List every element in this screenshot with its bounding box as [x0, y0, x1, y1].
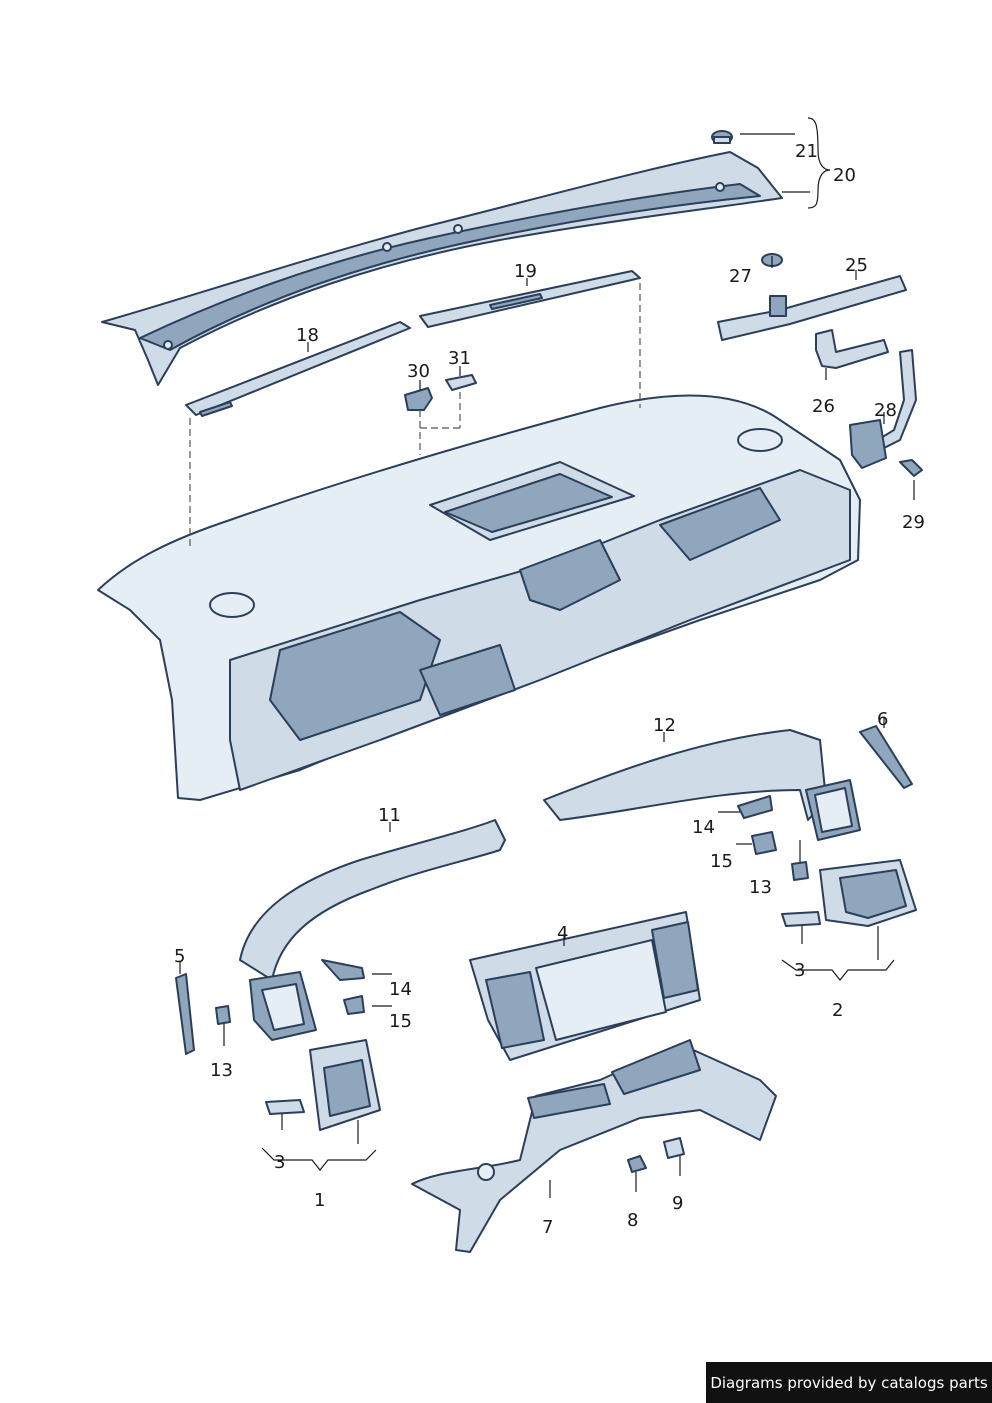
- label-25: 25: [845, 255, 868, 276]
- label-9: 9: [672, 1193, 683, 1214]
- cap-31: [445, 374, 477, 391]
- dashboard-body: [97, 394, 861, 801]
- air-duct-11: [239, 819, 506, 1041]
- defroster-strip-18: [185, 321, 411, 417]
- label-14-right: 14: [692, 817, 715, 838]
- screw-13-left: [215, 1005, 231, 1025]
- clip-21: [711, 130, 733, 144]
- clip-15-left: [343, 995, 365, 1015]
- label-7: 7: [542, 1217, 553, 1238]
- clip-9: [663, 1137, 685, 1159]
- cap-30: [404, 387, 433, 411]
- label-6: 6: [877, 709, 888, 730]
- elbow-hose-26: [815, 329, 889, 369]
- connector-14-right: [737, 795, 773, 819]
- label-20: 20: [833, 165, 856, 186]
- label-15-left: 15: [389, 1011, 412, 1032]
- label-27: 27: [729, 266, 752, 287]
- label-11: 11: [378, 805, 401, 826]
- clip-15-right: [751, 831, 777, 855]
- label-31: 31: [448, 348, 471, 369]
- air-duct-12: [543, 729, 861, 841]
- clip-3-left: [265, 1099, 305, 1115]
- label-18: 18: [296, 325, 319, 346]
- part-labels: 21 20 18 19 30 31 27 25 26 28 29 11 12 6…: [174, 141, 925, 1238]
- label-4: 4: [557, 923, 568, 944]
- hose-25: [717, 275, 907, 341]
- connector-14-left: [321, 959, 365, 981]
- label-12: 12: [653, 715, 676, 736]
- label-3-right: 3: [794, 960, 805, 981]
- side-trim-5: [175, 973, 195, 1055]
- label-19: 19: [514, 261, 537, 282]
- label-13-right: 13: [749, 877, 772, 898]
- label-8: 8: [627, 1210, 638, 1231]
- side-trim-6: [859, 725, 913, 789]
- clip-3-right: [781, 911, 821, 927]
- label-15-right: 15: [710, 851, 733, 872]
- label-5: 5: [174, 946, 185, 967]
- label-14-left: 14: [389, 979, 412, 1000]
- defroster-strip-19: [419, 270, 641, 328]
- label-29: 29: [902, 512, 925, 533]
- sensor-bracket-28: [849, 349, 917, 469]
- lower-duct-7: [411, 1039, 777, 1253]
- center-vent-frame-4: [469, 911, 701, 1061]
- label-26: 26: [812, 396, 835, 417]
- windscreen-trim-panel: [101, 151, 783, 386]
- alignment-lines: [189, 283, 641, 548]
- label-1: 1: [314, 1190, 325, 1211]
- screw-13-right: [791, 861, 809, 881]
- air-vent-1: [309, 1039, 381, 1131]
- screw-8: [627, 1155, 647, 1173]
- label-28: 28: [874, 400, 897, 421]
- label-2: 2: [832, 1000, 843, 1021]
- leader-lines: [179, 117, 915, 1198]
- label-3-left: 3: [274, 1152, 285, 1173]
- watermark-banner: Diagrams provided by catalogs parts: [706, 1362, 992, 1403]
- air-vent-2: [819, 859, 917, 927]
- screw-29: [899, 459, 923, 477]
- label-21: 21: [795, 141, 818, 162]
- label-30: 30: [407, 361, 430, 382]
- label-13-left: 13: [210, 1060, 233, 1081]
